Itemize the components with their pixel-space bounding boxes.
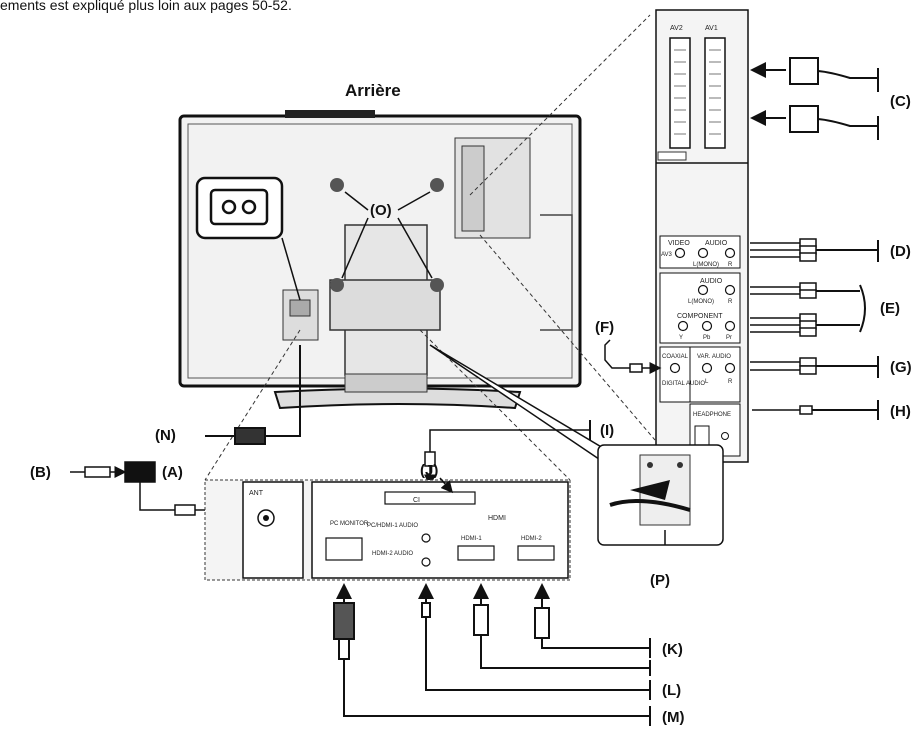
audio2-label: AUDIO (700, 278, 723, 285)
callout-k: (K) (662, 641, 683, 658)
pr-label: Pr (726, 335, 732, 341)
hdmi1-port (457, 545, 495, 561)
audio-label: AUDIO (705, 240, 728, 247)
callout-c: (C) (890, 93, 911, 110)
r-label: R (728, 262, 733, 268)
callout-n: (N) (155, 427, 176, 444)
scart-cable-c (750, 57, 879, 140)
hdmi2-audio-label: HDMI-2 AUDIO (372, 551, 413, 557)
l-mono-label: L(MONO) (693, 262, 719, 268)
callout-j: (J) (420, 462, 438, 479)
hdmi1-label: HDMI-1 (461, 536, 482, 542)
power-cord-n (205, 345, 301, 445)
tv-rear-body (178, 110, 582, 410)
scart-av1 (704, 37, 726, 149)
callout-h: (H) (890, 403, 911, 420)
av3-label: AV3 (661, 252, 673, 258)
hdmi2-port (517, 545, 555, 561)
l-label: L (705, 379, 709, 385)
r2-label: R (728, 299, 733, 305)
callout-e: (E) (880, 300, 900, 317)
coaxial-cable-f (604, 339, 662, 374)
callout-p: (P) (650, 572, 670, 589)
callout-g: (G) (890, 359, 912, 376)
callout-a: (A) (162, 464, 183, 481)
intro-text: ements est expliqué plus loin aux pages … (0, 0, 292, 13)
power-socket-callout (195, 176, 301, 301)
callout-i: (I) (600, 422, 614, 439)
coaxial-label: COAXIAL (662, 354, 689, 360)
audio-cable-l (418, 583, 651, 700)
callout-m: (M) (662, 709, 685, 726)
rca-cable-g (750, 356, 879, 378)
av1-label: AV1 (705, 25, 718, 32)
hdmi-cable-l-branch (473, 583, 651, 676)
callout-b: (B) (30, 464, 51, 481)
y-label: Y (679, 335, 683, 341)
l-mono2-label: L(MONO) (688, 299, 714, 305)
diagram-title: Arrière (345, 81, 401, 100)
callout-d: (D) (890, 243, 911, 260)
ci-label: CI (413, 497, 420, 504)
scart-av2 (669, 37, 691, 149)
headphone-label: HEADPHONE (693, 412, 731, 418)
hdmi-cable-k (534, 583, 651, 658)
hdmi2-label: HDMI-2 (521, 536, 542, 542)
headphone-cable-h (752, 400, 879, 420)
pc-monitor-label: PC MONITOR (330, 521, 369, 527)
av2-label: AV2 (670, 25, 683, 32)
rca-cables-e (750, 282, 866, 337)
digital-audio-label: DIGITAL AUDIO (662, 381, 705, 387)
stand-clip-inset-p (597, 444, 724, 546)
var-audio-label: VAR. AUDIO (697, 354, 731, 360)
pc-monitor-port (325, 537, 363, 561)
rca-cable-d (750, 238, 879, 262)
hdmi-logo: HDMI (488, 515, 506, 522)
r3-label: R (728, 379, 733, 385)
video-label: VIDEO (668, 240, 690, 247)
callout-f: (F) (595, 319, 614, 336)
callout-o: (O) (370, 202, 392, 219)
bottom-terminal-panel: ANT CI HDMI PC MONITOR PC/HDMI-1 AUDIO H… (204, 479, 571, 581)
side-terminal-panel: AV2 AV1 VIDEO AUDIO AV3 L(MONO) R AUDIO (655, 9, 749, 463)
pb-label: Pb (703, 335, 711, 341)
callout-l: (L) (662, 682, 681, 699)
component-label: COMPONENT (677, 313, 723, 320)
pc-hdmi1-audio-label: PC/HDMI-1 AUDIO (367, 523, 418, 529)
mounting-holes (330, 178, 444, 292)
vga-cable-m (333, 583, 651, 726)
ant-label: ANT (249, 490, 264, 497)
